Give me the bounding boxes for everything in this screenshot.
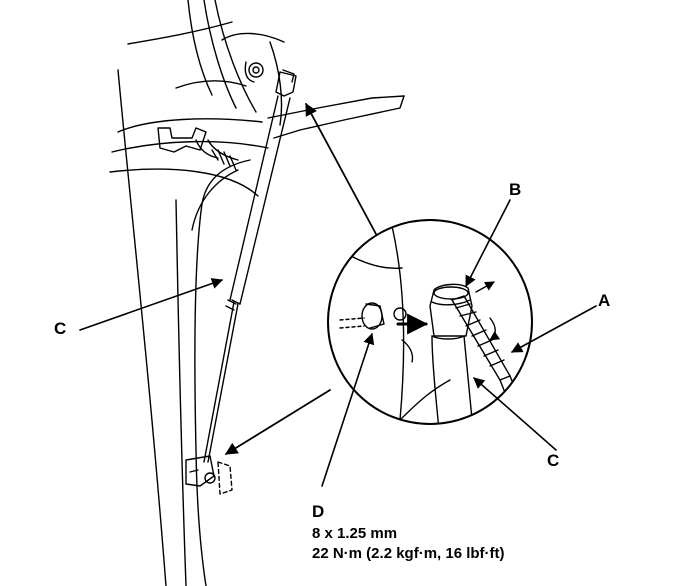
leader-lines [79,102,597,487]
thread-spec: 8 x 1.25 mm [312,525,398,542]
torque-spec: 22 N·m (2.2 kgf·m, 16 lbf·ft) [312,545,505,562]
body-panel [109,0,405,586]
upper-ball-stud [244,61,264,83]
gas-strut [185,69,297,495]
callout-b: B [509,180,522,199]
callout-c-left: C [54,319,67,338]
latch-bracket [157,127,239,171]
callout-d: D [312,502,325,521]
callout-c-right: C [547,451,560,470]
callout-a: A [598,291,611,310]
detail-lens [327,219,533,425]
